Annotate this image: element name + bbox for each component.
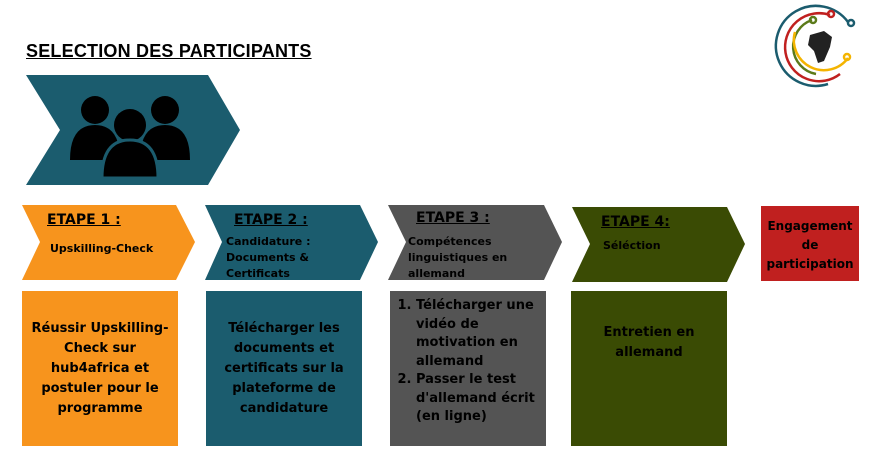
step1-subtitle: Upskilling-Check [50, 242, 154, 255]
step1-body: Réussir Upskilling-Check sur hub4africa … [22, 291, 178, 446]
step2-subtitle: Candidature : Documents & Certificats [226, 235, 311, 280]
step3-chevron [388, 205, 562, 280]
final-box [761, 206, 859, 281]
step1-chevron [22, 205, 195, 280]
step3-item: Télécharger une vidéo de motivation en a… [416, 297, 538, 371]
step4-heading: ETAPE 4: [601, 214, 670, 230]
page-title: SELECTION DES PARTICIPANTS [26, 41, 312, 61]
step3-item: Passer le test d'allemand écrit (en lign… [416, 371, 538, 427]
step2-chevron [205, 205, 378, 280]
step3-body: Télécharger une vidéo de motivation en a… [390, 291, 546, 446]
step2-heading: ETAPE 2 : [234, 212, 308, 228]
logo [774, 4, 856, 88]
step4-chevron [572, 207, 745, 282]
people-icon [70, 96, 190, 180]
step4-subtitle: Séléction [603, 239, 661, 252]
step3-subtitle: Compétences linguistiques en allemand [408, 235, 508, 280]
step1-heading: ETAPE 1 : [47, 212, 121, 228]
step3-heading: ETAPE 3 : [416, 210, 490, 226]
step2-body: Télécharger les documents et certificats… [206, 291, 362, 446]
step4-body: Entretien en allemand [571, 291, 727, 446]
final-label: Engagement de participation [766, 219, 854, 271]
